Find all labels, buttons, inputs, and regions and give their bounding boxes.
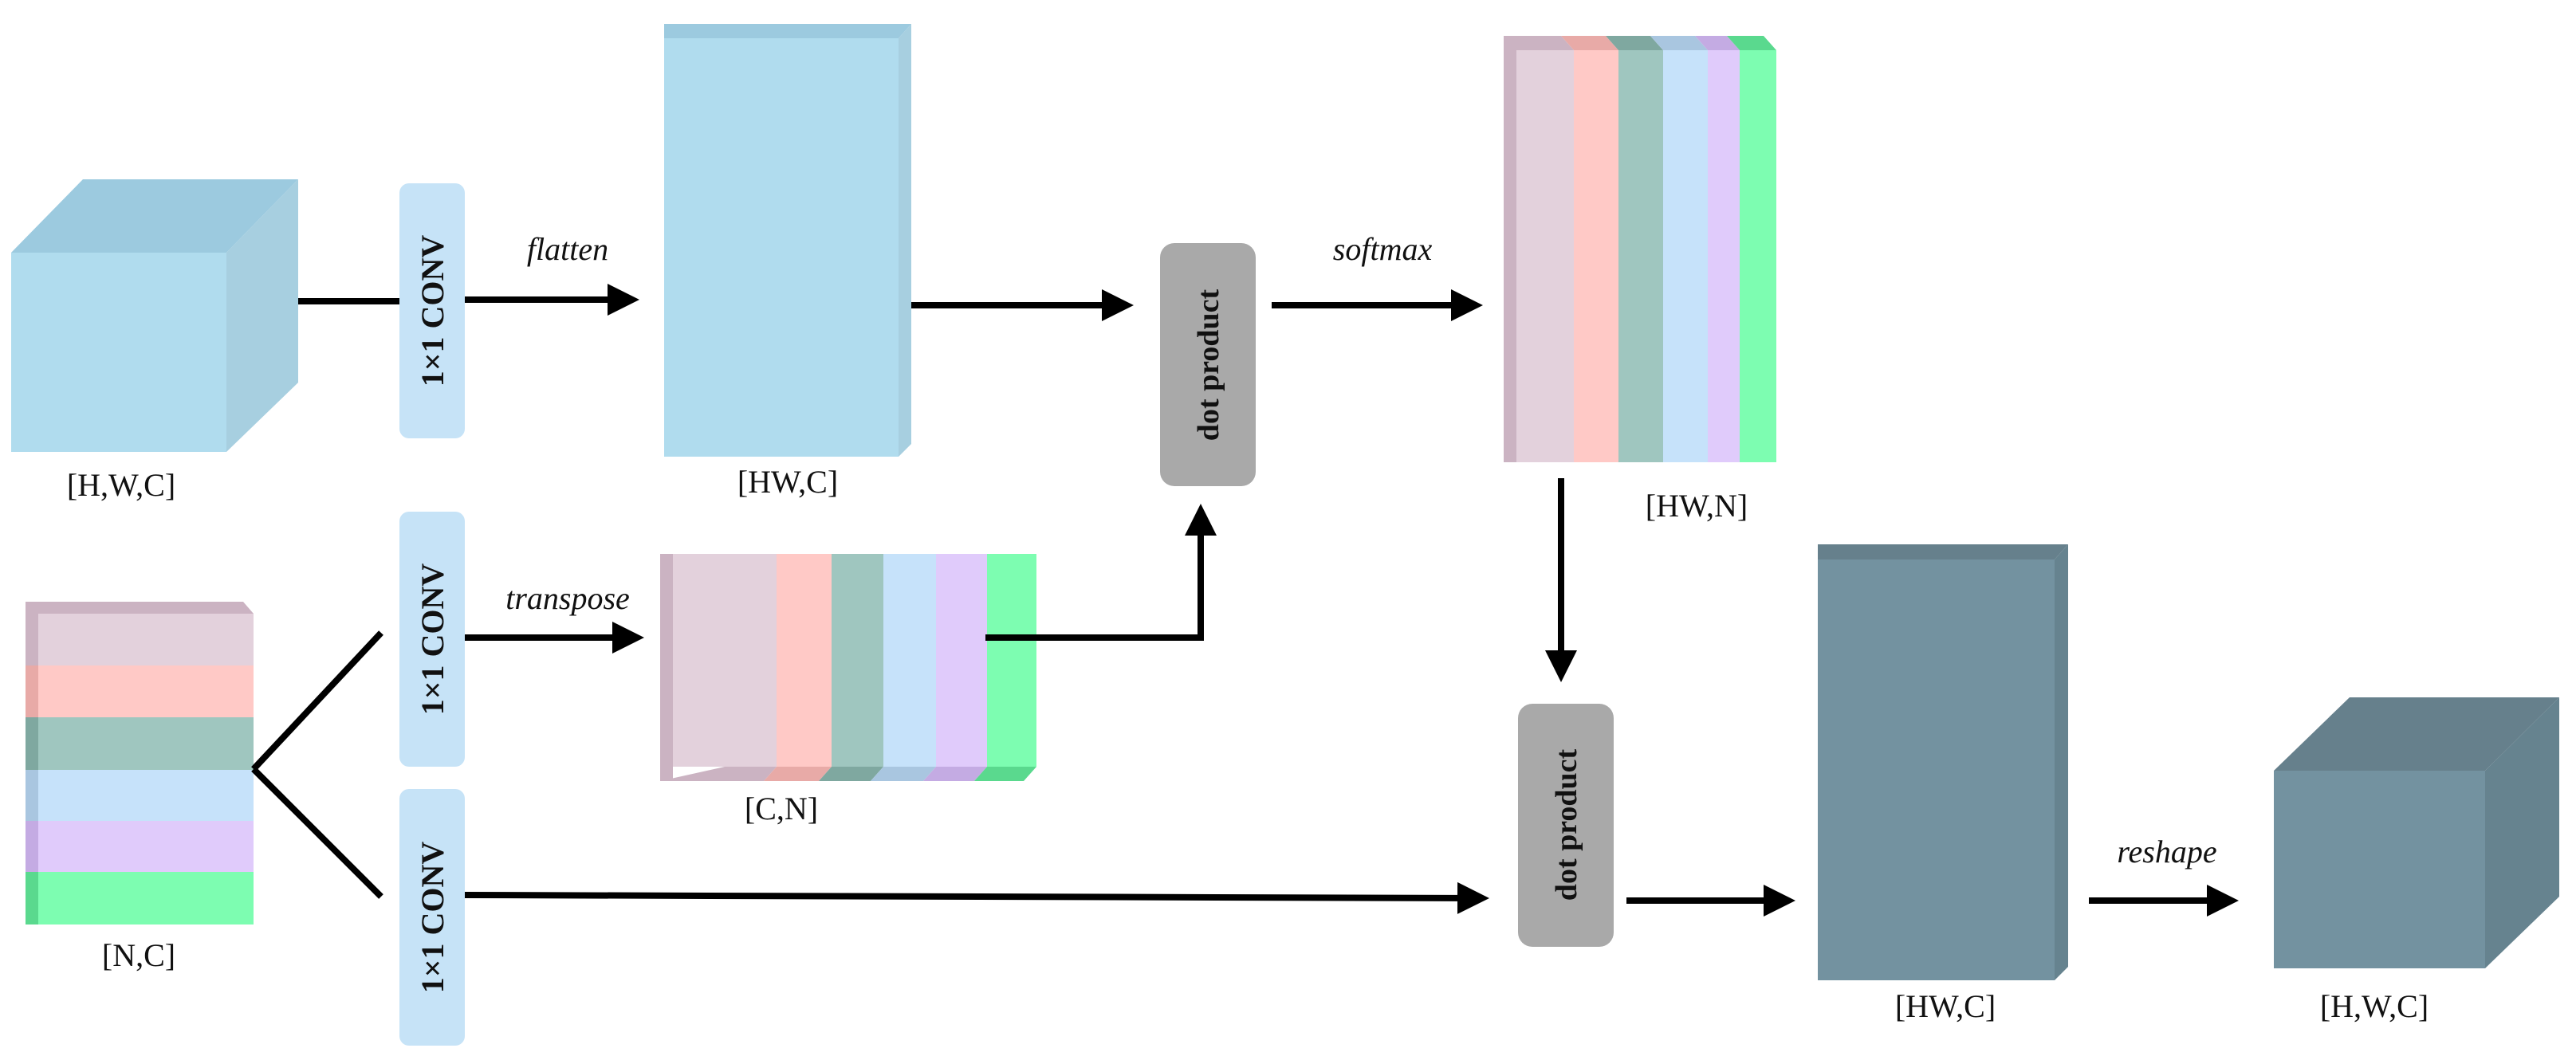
output-cube — [2274, 697, 2559, 968]
dot-product-top: dot product — [1160, 243, 1256, 486]
hw-n-block-label: [HW,N] — [1646, 488, 1748, 524]
c-n-block — [660, 554, 1036, 781]
edge-label-transpose: transpose — [505, 580, 630, 616]
c-n-block-label: [C,N] — [745, 791, 818, 826]
conv-bottom: 1×1 CONV — [399, 789, 465, 1046]
input-cube-front — [11, 253, 226, 452]
c-n-bottom-5 — [974, 767, 1036, 781]
hw-n-top-4 — [1695, 36, 1740, 50]
n-c-edge-1 — [26, 665, 38, 717]
hw-c-output-side — [2055, 544, 2068, 980]
hw-c-block-top — [664, 24, 911, 38]
conv-top-box — [399, 183, 465, 438]
edge-label-softmax: softmax — [1333, 231, 1433, 267]
input-cube — [11, 179, 298, 452]
hw-n-top-2 — [1606, 36, 1663, 50]
c-n-stripe-5 — [987, 554, 1036, 767]
output-cube-label: [H,W,C] — [2320, 988, 2429, 1024]
conv-bottom-box — [399, 789, 465, 1046]
input-cube-top — [11, 179, 298, 253]
n-c-stripe-0 — [38, 614, 254, 665]
output-cube-front — [2274, 771, 2485, 968]
hw-n-edge-0 — [1504, 36, 1516, 462]
output-cube-side — [2485, 697, 2559, 968]
dot-product-bottom-label: dot product — [1550, 748, 1583, 901]
hw-c-output-block — [1818, 544, 2068, 980]
conv-mid: 1×1 CONV — [399, 512, 465, 767]
dot-product-top-box — [1160, 243, 1256, 486]
output-cube-top — [2274, 697, 2559, 771]
hw-c-block-front — [664, 38, 899, 457]
dot-product-top-label: dot product — [1192, 289, 1225, 441]
edge-c-n-to-dot-top — [985, 504, 1217, 641]
n-c-stripe-4 — [38, 821, 254, 872]
edge-conv-bottom-to-dot-bottom — [464, 881, 1489, 914]
c-n-bottom-3 — [871, 767, 936, 781]
dot-product-bottom: dot product — [1518, 704, 1614, 947]
n-c-stripe-2 — [38, 717, 254, 770]
hw-n-top-5 — [1727, 36, 1776, 50]
n-c-stripe-5 — [38, 872, 254, 924]
edge-n-c-to-conv-mid — [251, 630, 383, 771]
c-n-edge-0 — [660, 554, 673, 781]
hw-c-output-front — [1818, 559, 2055, 980]
hw-n-top-3 — [1650, 36, 1708, 50]
c-n-bottom-0 — [660, 767, 777, 781]
n-c-stripe-1 — [38, 665, 254, 717]
hw-n-top-0 — [1504, 36, 1574, 50]
conv-top-label: 1×1 CONV — [415, 235, 450, 387]
n-c-edge-5 — [26, 872, 38, 924]
c-n-stripe-0 — [673, 554, 777, 767]
c-n-bottom-4 — [923, 767, 987, 781]
n-c-stripe-3 — [38, 770, 254, 821]
hw-n-block — [1504, 36, 1776, 462]
c-n-stripe-2 — [832, 554, 883, 767]
n-c-edge-0 — [26, 602, 38, 665]
n-c-edge-4 — [26, 821, 38, 872]
hw-n-stripe-3 — [1663, 50, 1708, 462]
hw-c-block — [664, 24, 911, 457]
edge-label-flatten: flatten — [527, 231, 608, 267]
conv-mid-box — [399, 512, 465, 767]
n-c-block-top — [26, 602, 254, 614]
n-c-edge-2 — [26, 717, 38, 770]
hw-n-stripe-1 — [1574, 50, 1618, 462]
input-cube-label: [H,W,C] — [67, 467, 175, 503]
hw-n-stripe-0 — [1516, 50, 1574, 462]
hw-n-top-1 — [1561, 36, 1618, 50]
n-c-edge-3 — [26, 770, 38, 821]
hw-c-block-label: [HW,C] — [737, 464, 838, 500]
c-n-stripe-1 — [777, 554, 832, 767]
n-c-block — [26, 602, 254, 924]
hw-c-output-label: [HW,C] — [1895, 988, 1996, 1024]
c-n-stripe-3 — [883, 554, 936, 767]
hw-c-block-side — [899, 24, 911, 457]
dot-product-bottom-box — [1518, 704, 1614, 947]
c-n-bottom-2 — [819, 767, 883, 781]
hw-n-stripe-5 — [1740, 50, 1776, 462]
c-n-stripe-4 — [936, 554, 987, 767]
conv-bottom-label: 1×1 CONV — [415, 842, 450, 994]
hw-c-output-top — [1818, 544, 2068, 559]
edge-n-c-to-conv-bottom — [251, 767, 383, 899]
hw-n-stripe-4 — [1708, 50, 1740, 462]
hw-n-stripe-2 — [1618, 50, 1663, 462]
conv-mid-label: 1×1 CONV — [415, 563, 450, 716]
input-cube-side — [226, 179, 298, 452]
conv-top: 1×1 CONV — [399, 183, 465, 438]
edge-label-reshape: reshape — [2117, 834, 2216, 870]
n-c-block-label: [N,C] — [102, 937, 175, 973]
c-n-bottom-1 — [764, 767, 832, 781]
